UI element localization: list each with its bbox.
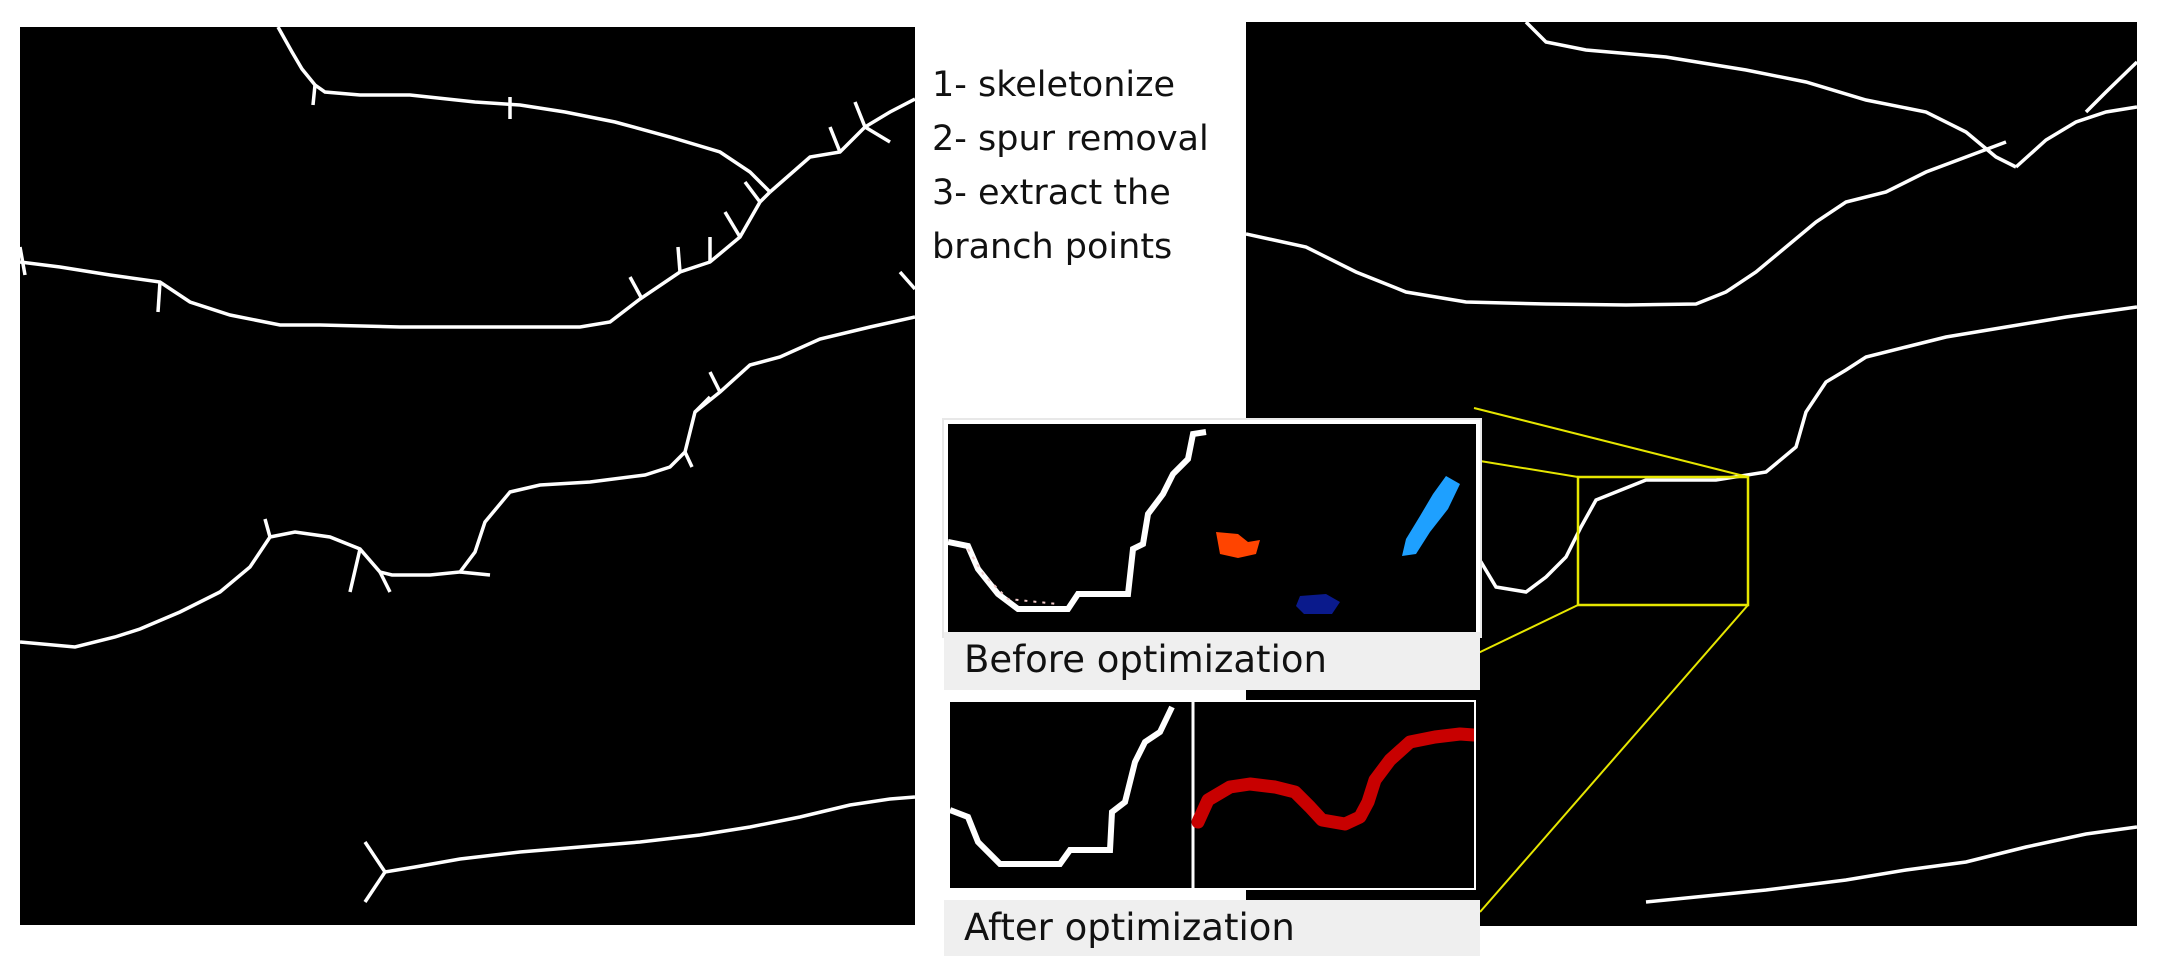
processing-steps-list: 1- skeletonize 2- spur removal 3- extrac…	[932, 58, 1209, 274]
before-optimization-caption: Before optimization	[944, 632, 1480, 690]
blob-dark-blue	[1296, 594, 1340, 614]
clean-line-upper	[1246, 140, 2007, 307]
before-optimization-inset	[944, 420, 1480, 636]
skeleton-with-spurs-image	[20, 27, 915, 925]
skeleton-line-middle	[20, 270, 915, 649]
step-spur-removal: 2- spur removal	[932, 119, 1209, 159]
clean-line-bottom	[1645, 825, 2137, 904]
step-skeletonize: 1- skeletonize	[932, 65, 1176, 105]
skeleton-line-top	[276, 27, 915, 194]
skeleton-line-upper	[20, 180, 772, 329]
blob-orange	[1216, 532, 1260, 558]
after-skeleton-path	[950, 705, 1175, 867]
after-optimization-caption: After optimization	[944, 900, 1480, 956]
step-extract-branch-points-cont: branch points	[932, 227, 1173, 267]
skeleton-line-bottom	[363, 795, 915, 903]
after-optimization-inset	[948, 700, 1476, 890]
clean-line-top	[1524, 22, 2137, 169]
clean-line-middle	[1425, 305, 2137, 594]
step-extract-branch-points: 3- extract the	[932, 173, 1171, 213]
blob-light-blue	[1402, 476, 1460, 556]
optimized-path	[1191, 727, 1474, 831]
before-ghost-path	[967, 548, 1059, 605]
before-skeleton-path	[948, 429, 1207, 612]
